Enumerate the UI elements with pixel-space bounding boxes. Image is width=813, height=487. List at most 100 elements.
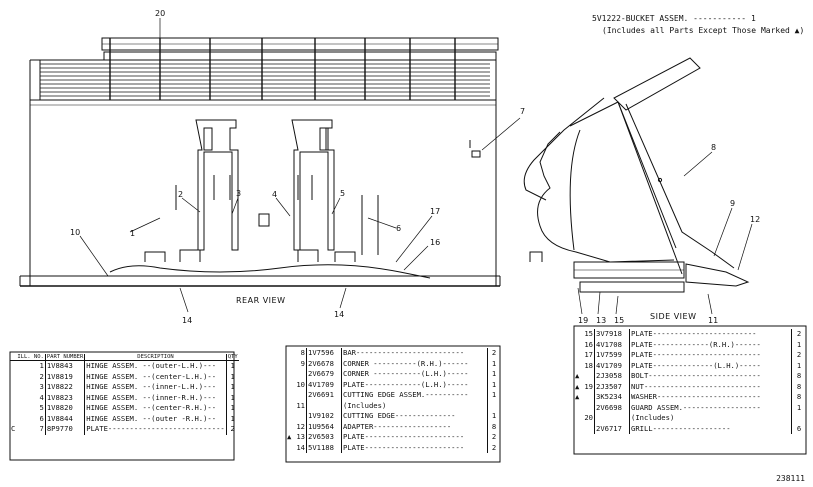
row-description: GRILL------------------ — [629, 423, 792, 434]
row-qty: 6 — [796, 423, 802, 433]
row-description: HINGE ASSEM. --(outer -R.H.)-- — [84, 413, 227, 424]
row-qty: 2 — [796, 329, 802, 338]
rear-view-label: REAR VIEW — [236, 296, 286, 305]
parts-table-borders — [9, 325, 807, 463]
row-qty: 1 — [491, 379, 497, 389]
row-description: GUARD ASSEM.------------------ — [629, 402, 792, 413]
row-description: HINGE ASSEM. --(center-L.H.)-- — [84, 371, 227, 382]
row-ill-no: 13 — [294, 432, 307, 443]
callout-14-left: 14 — [182, 316, 193, 325]
row-description: ADAPTER------------------ — [341, 421, 488, 432]
row-ill-no — [582, 392, 595, 403]
row-qty: 1 — [491, 411, 497, 420]
row-ill-no: 2 — [16, 371, 46, 382]
guard-grill — [29, 37, 499, 101]
row-qty: 1 — [796, 402, 802, 412]
row-ill-no: 17 — [582, 350, 595, 361]
row-ill-no — [582, 402, 595, 413]
row-qty: 1 — [230, 403, 235, 412]
row-part-number: 4V1709 — [594, 360, 630, 371]
callout-5: 5 — [340, 189, 346, 198]
row-description: (Includes) — [629, 413, 792, 424]
row-part-number: 2J3058 — [594, 371, 630, 382]
row-part-number: 1V8844 — [45, 413, 86, 424]
row-ill-no: 8 — [294, 348, 307, 359]
row-ill-no: 18 — [582, 360, 595, 371]
row-description: CORNER ----------(R.H.)------ — [341, 358, 488, 369]
row-qty: 2 — [491, 348, 497, 357]
figure-number: 238111 — [776, 474, 805, 483]
row-qty: 1 — [491, 358, 497, 368]
row-mark — [574, 340, 582, 351]
row-description: WASHER------------------------ — [629, 392, 792, 403]
row-mark — [286, 359, 294, 370]
row-part-number: 1U9564 — [306, 421, 342, 432]
callout-19: 19 — [578, 316, 589, 325]
row-description: NUT--------------------------- — [629, 381, 792, 392]
row-mark — [574, 403, 582, 414]
row-ill-no: 19 — [582, 381, 595, 392]
row-mark: ▲ — [575, 392, 580, 401]
row-qty: 8 — [796, 371, 802, 380]
row-description: CUTTING EDGE ASSEM.---------- — [341, 390, 488, 401]
row-ill-no: 12 — [294, 421, 307, 432]
row-part-number: 8P9770 — [45, 424, 86, 435]
row-qty: 8 — [491, 421, 497, 431]
row-part-number: 1V8820 — [45, 403, 86, 414]
table-row: 11 (Includes) — [286, 400, 500, 411]
row-ill-no: 4 — [16, 392, 46, 403]
row-description: PLATE--------------------------- — [84, 424, 227, 435]
row-qty: 1 — [491, 390, 497, 399]
row-ill-no: 6 — [16, 413, 46, 424]
row-description: BOLT-------------------------- — [629, 371, 792, 382]
callout-9: 9 — [730, 199, 736, 208]
row-ill-no: 10 — [294, 379, 307, 390]
row-part-number — [306, 400, 342, 411]
row-part-number: 3K5234 — [594, 392, 630, 403]
row-ill-no: 5 — [16, 403, 46, 414]
col-part-number: PART NUMBER — [45, 354, 86, 361]
row-ill-no: 16 — [582, 339, 595, 350]
row-ill-no: 20 — [582, 413, 595, 424]
row-qty: 8 — [796, 381, 802, 391]
row-mark — [286, 380, 294, 391]
row-description: PLATE------------------------- — [629, 350, 792, 361]
row-mark: ▲ — [575, 371, 580, 380]
row-description: HINGE ASSEM. --(inner-L.H.)--- — [84, 382, 227, 393]
row-part-number: 2V6679 — [306, 369, 342, 380]
callout-3: 3 — [236, 189, 242, 198]
col-ill-no: ILL. NO. — [16, 354, 46, 361]
row-ill-no: 7 — [16, 424, 46, 435]
side-view-label: SIDE VIEW — [650, 312, 697, 321]
callout-14-right: 14 — [334, 310, 345, 319]
row-description: HINGE ASSEM. --(outer-L.H.)--- — [84, 360, 227, 372]
row-part-number: 1V9102 — [306, 411, 342, 422]
row-ill-no — [294, 369, 307, 380]
callout-4: 4 — [272, 190, 278, 199]
row-part-number: 1V7596 — [306, 348, 342, 359]
row-qty: 1 — [230, 392, 235, 402]
row-mark — [574, 329, 582, 340]
callout-12: 12 — [750, 215, 761, 224]
row-qty: 2 — [796, 350, 802, 359]
row-part-number: 1V8822 — [45, 382, 86, 393]
